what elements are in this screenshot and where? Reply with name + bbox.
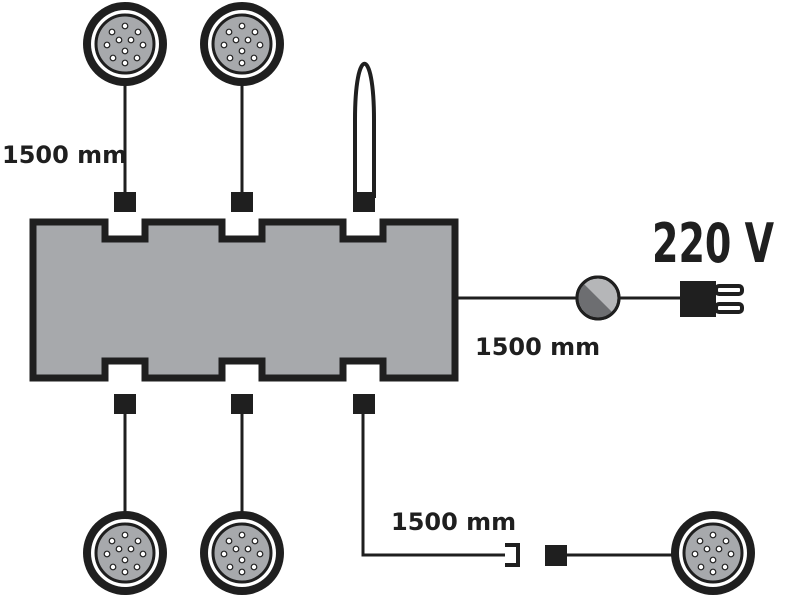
connector-top-right xyxy=(353,192,375,212)
wire-extension-cable xyxy=(361,408,505,557)
wires xyxy=(123,80,680,557)
connector-top-left xyxy=(114,192,136,212)
distribution-box xyxy=(29,218,459,382)
cable-length-label-left: 1500 mm xyxy=(2,141,127,169)
connector-top-middle xyxy=(231,192,253,212)
spot-light-extension xyxy=(671,511,755,595)
inline-switch-icon xyxy=(575,275,621,321)
voltage-label: 220 V xyxy=(652,212,774,275)
cable-length-label-power: 1500 mm xyxy=(475,333,600,361)
top-connectors xyxy=(114,192,375,212)
power-plug-icon xyxy=(680,281,744,317)
connector-bottom-right xyxy=(353,394,375,414)
connector-bottom-left xyxy=(114,394,136,414)
bottom-connectors xyxy=(114,394,375,414)
spot-light-bottom-left xyxy=(83,511,167,595)
sensor-loop-icon xyxy=(353,62,376,198)
spot-light-top-middle xyxy=(200,2,284,86)
spot-light-bottom-middle xyxy=(200,511,284,595)
extension-plug-icon xyxy=(545,545,567,566)
extension-socket-icon xyxy=(505,543,520,567)
connector-bottom-middle xyxy=(231,394,253,414)
spot-light-top-left xyxy=(83,2,167,86)
cable-length-label-extension: 1500 mm xyxy=(391,508,516,536)
